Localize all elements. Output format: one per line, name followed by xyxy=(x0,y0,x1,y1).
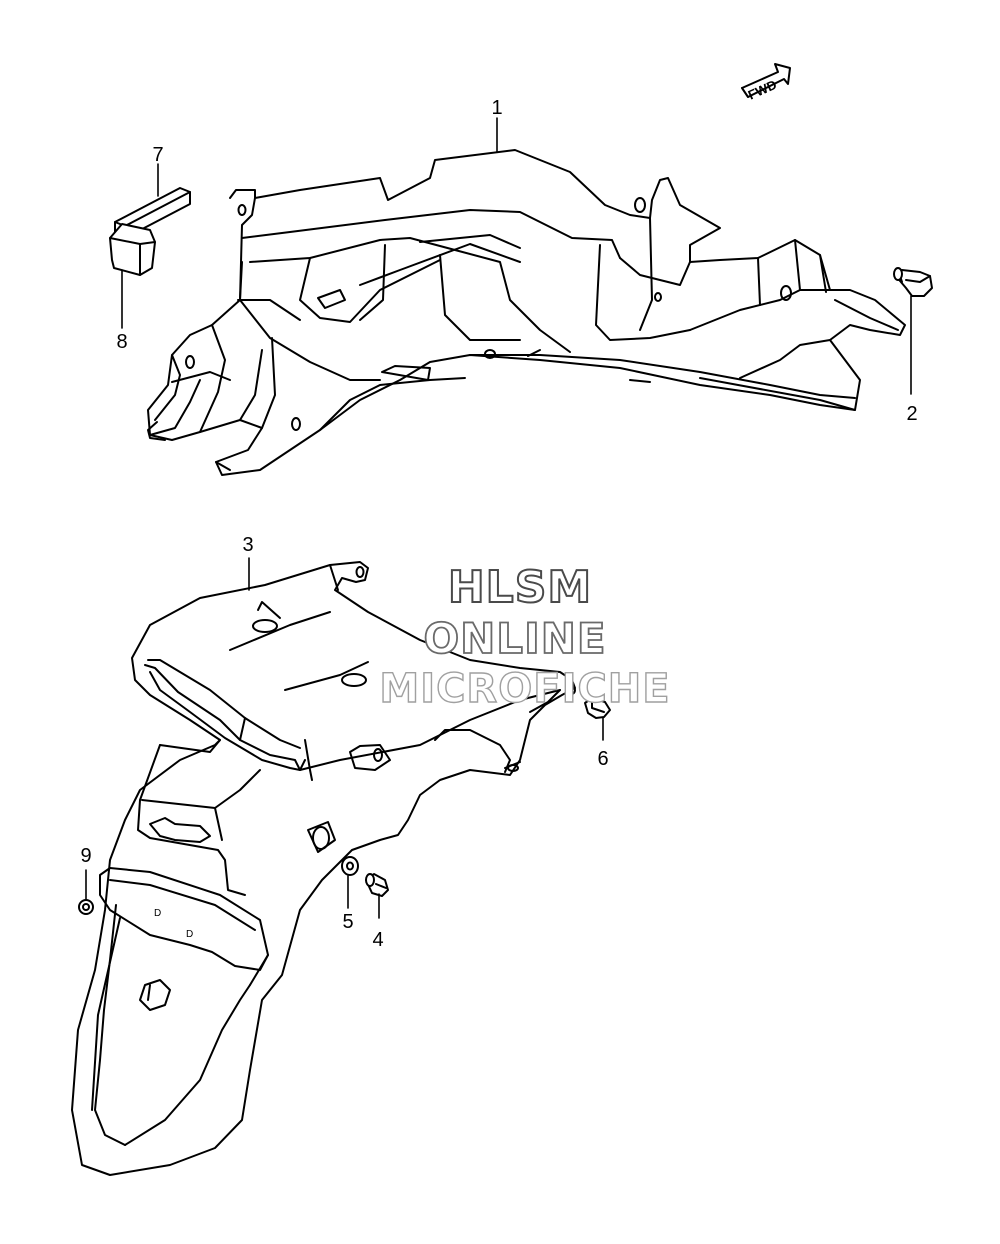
callout-4[interactable]: 4 xyxy=(372,929,384,951)
watermark-line-3: MICROFICHE xyxy=(379,665,671,712)
fwd-label: FWD xyxy=(746,77,779,103)
fender-mark-b: D xyxy=(186,929,193,940)
part-4-screw xyxy=(365,873,389,897)
watermark-line-2: ONLINE xyxy=(423,613,607,664)
part-2-bolt xyxy=(893,267,933,297)
callout-3[interactable]: 3 xyxy=(242,534,254,556)
callout-8[interactable]: 8 xyxy=(116,331,128,353)
callout-6[interactable]: 6 xyxy=(597,748,609,770)
part-3-rear-fender-lower: D D xyxy=(71,561,576,1176)
part-6-clip xyxy=(584,697,611,719)
part-9-nut xyxy=(78,899,94,915)
part-1-rear-fender-upper xyxy=(147,149,906,476)
callout-7[interactable]: 7 xyxy=(152,144,164,166)
leader-lines xyxy=(85,117,912,919)
callout-5[interactable]: 5 xyxy=(342,911,354,933)
watermark-line-1: HLSM xyxy=(447,561,593,614)
fwd-arrow-icon: FWD xyxy=(741,63,791,103)
callout-9[interactable]: 9 xyxy=(80,845,92,867)
callout-2[interactable]: 2 xyxy=(906,403,918,425)
part-5-washer xyxy=(341,856,359,876)
fender-mark-a: D xyxy=(154,908,161,919)
callout-1[interactable]: 1 xyxy=(491,97,503,119)
part-8-cushion xyxy=(109,223,156,276)
